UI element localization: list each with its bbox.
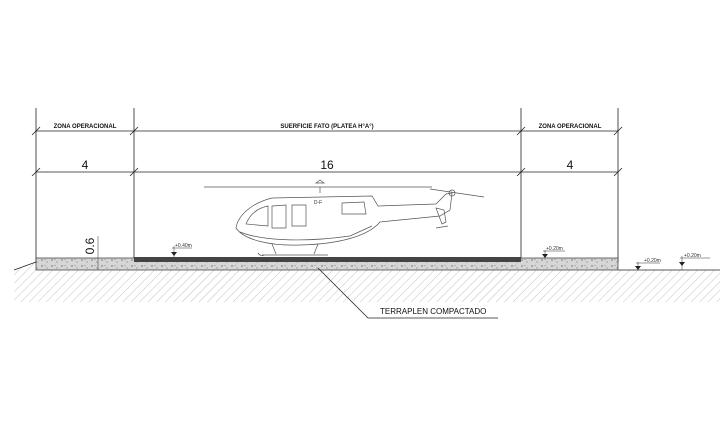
leader-line [317,267,498,319]
dimension-center: 16 [320,158,334,172]
dimension-ticks [31,167,623,177]
ground-slope-line [13,261,37,271]
level-d-label: +0.20m [684,253,701,259]
helicopter-mark: D-F [314,200,322,206]
level-marker-d [679,256,710,270]
dimension-left: 4 [82,158,89,172]
dimension-right: 4 [567,158,574,172]
level-b-label: +0.20m [546,246,563,252]
level-marker-c [635,262,660,270]
zone-center-label: SUERFICIE FATO (PLATEA H°A°) [280,124,373,130]
concrete-slab [134,257,521,262]
level-marker-b [542,250,565,258]
vertical-dimension: 0.6 [83,237,97,254]
terraplen-note: TERRAPLEN COMPACTADO [380,307,486,316]
level-a-label: +0.40m [175,243,192,249]
level-c-label: +0.20m [644,258,661,264]
zone-left-label: ZONA OPERACIONAL [54,124,117,130]
zone-header-ticks [31,126,623,136]
helicopter-outline [204,179,485,256]
ground-hatch [14,262,720,302]
zone-right-label: ZONA OPERACIONAL [539,124,602,130]
level-marker-a [171,246,192,257]
